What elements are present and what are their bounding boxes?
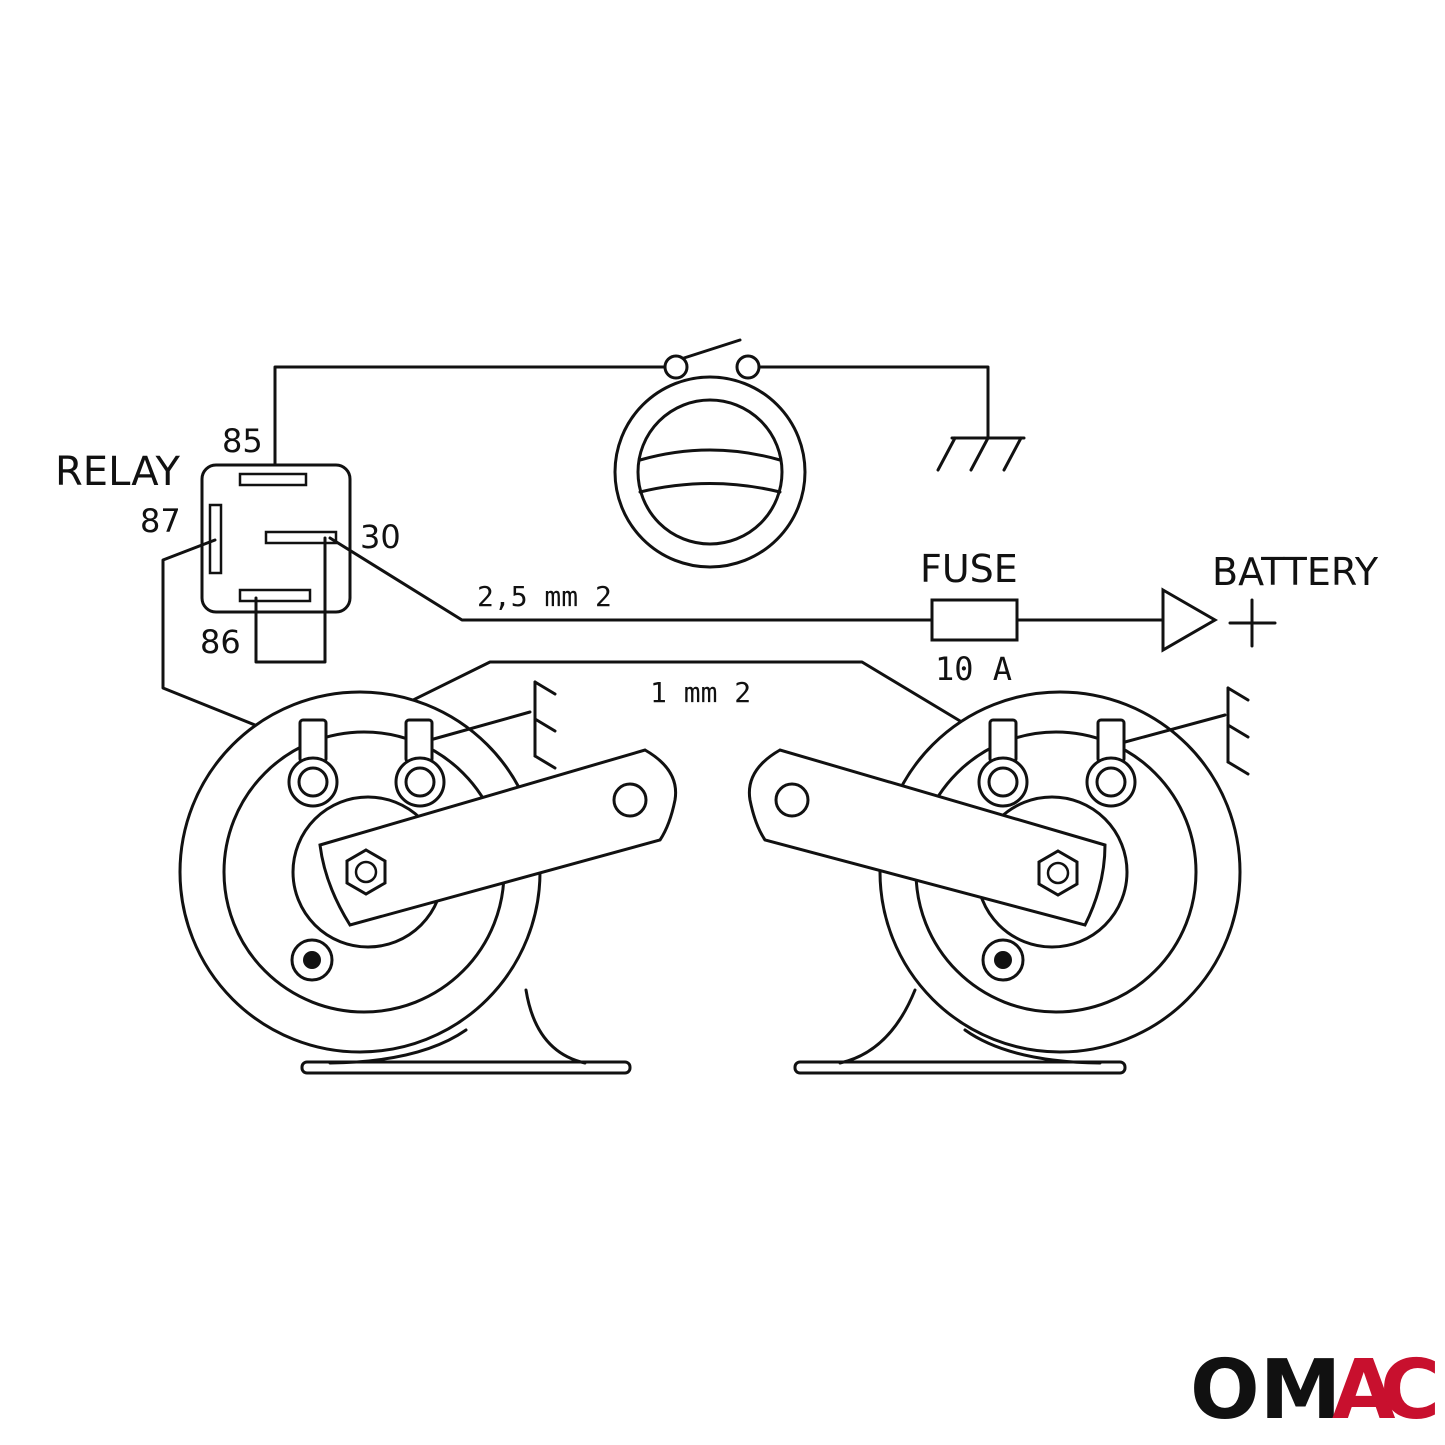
right-horn	[747, 686, 1250, 1075]
logo-text-om: OM	[1190, 1343, 1341, 1438]
main-wire-gauge-label: 2,5 mm 2	[477, 580, 612, 613]
fuse	[930, 598, 1019, 642]
steering-wheel	[613, 375, 807, 569]
fuse-rating-label: 10 A	[935, 650, 1012, 688]
relay	[200, 463, 352, 614]
battery-symbol	[1161, 587, 1277, 653]
horn-wire-gauge-label: 1 mm 2	[650, 676, 751, 709]
left-horn	[178, 680, 678, 1075]
fuse-label: FUSE	[920, 547, 1018, 591]
logo-text-c: C	[1380, 1343, 1440, 1438]
pin-87-label: 87	[140, 502, 181, 540]
logo-text-a: A	[1332, 1343, 1396, 1438]
ground-symbol-top	[936, 436, 1026, 472]
relay-to-left-horn-wire	[161, 538, 314, 750]
main-feed-wire	[328, 536, 934, 622]
battery-label: BATTERY	[1212, 550, 1379, 594]
pin-30-label: 30	[360, 518, 401, 556]
pin-86-label: 86	[200, 623, 241, 661]
omac-logo: OM A C	[1190, 1343, 1440, 1438]
relay-loop-wire	[254, 536, 327, 664]
horn-switch	[273, 338, 990, 472]
relay-label: RELAY	[55, 449, 181, 495]
pin-85-label: 85	[222, 422, 263, 460]
